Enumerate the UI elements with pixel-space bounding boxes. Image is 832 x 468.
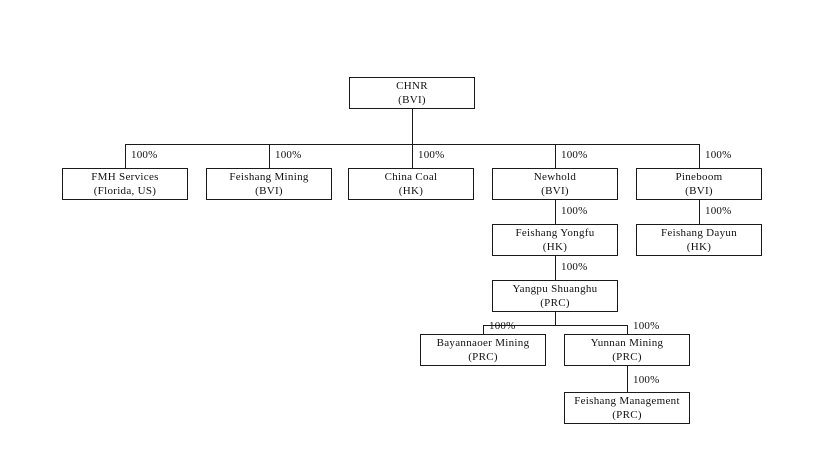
org-node-yunnan-mining: Yunnan Mining (PRC) <box>564 334 690 366</box>
entity-name: FMH Services <box>91 171 159 183</box>
entity-jurisdiction: (HK) <box>542 241 568 253</box>
ownership-label: 100% <box>705 205 732 217</box>
connector-chnr-stem <box>412 108 413 168</box>
ownership-label: 100% <box>561 261 588 273</box>
org-node-feishang-management: Feishang Management (PRC) <box>564 392 690 424</box>
entity-jurisdiction: (PRC) <box>612 351 642 363</box>
ownership-label: 100% <box>275 149 302 161</box>
connector-yunnan-management <box>627 366 628 392</box>
connector-drop-newhold <box>555 144 556 168</box>
entity-name: Pineboom <box>675 171 723 183</box>
connector-drop-pineboom <box>699 144 700 168</box>
connector-yangpu-children-bus <box>483 325 628 326</box>
connector-yongfu-yangpu <box>555 256 556 280</box>
ownership-label: 100% <box>489 320 516 332</box>
org-node-chnr: CHNR (BVI) <box>349 77 475 109</box>
connector-pineboom-dayun <box>699 200 700 224</box>
entity-jurisdiction: (BVI) <box>685 185 713 197</box>
entity-name: CHNR <box>396 80 428 92</box>
org-node-feishang-yongfu: Feishang Yongfu (HK) <box>492 224 618 256</box>
connector-drop-yunnan <box>627 325 628 334</box>
org-node-pineboom: Pineboom (BVI) <box>636 168 762 200</box>
org-node-china-coal: China Coal (HK) <box>348 168 474 200</box>
ownership-label: 100% <box>705 149 732 161</box>
connector-yangpu-stem <box>555 312 556 326</box>
org-node-feishang-dayun: Feishang Dayun (HK) <box>636 224 762 256</box>
entity-name: China Coal <box>384 171 438 183</box>
entity-jurisdiction: (PRC) <box>612 409 642 421</box>
entity-jurisdiction: (BVI) <box>255 185 283 197</box>
ownership-label: 100% <box>561 149 588 161</box>
org-node-feishang-mining: Feishang Mining (BVI) <box>206 168 332 200</box>
entity-name: Yunnan Mining <box>590 337 664 349</box>
entity-jurisdiction: (BVI) <box>541 185 569 197</box>
entity-name: Feishang Management <box>574 395 680 407</box>
connector-drop-bayannaoer <box>483 325 484 334</box>
entity-jurisdiction: (Florida, US) <box>93 185 157 197</box>
ownership-label: 100% <box>131 149 158 161</box>
connector-drop-fmh-services <box>125 144 126 168</box>
entity-jurisdiction: (PRC) <box>540 297 570 309</box>
org-node-bayannaoer-mining: Bayannaoer Mining (PRC) <box>420 334 546 366</box>
entity-name: Feishang Dayun <box>661 227 737 239</box>
connector-newhold-yongfu <box>555 200 556 224</box>
entity-name: Bayannaoer Mining <box>436 337 530 349</box>
ownership-label: 100% <box>561 205 588 217</box>
entity-name: Yangpu Shuanghu <box>512 283 598 295</box>
ownership-label: 100% <box>633 320 660 332</box>
org-node-newhold: Newhold (BVI) <box>492 168 618 200</box>
connector-drop-feishang-mining <box>269 144 270 168</box>
entity-name: Feishang Yongfu <box>515 227 595 239</box>
connector-chnr-children-bus <box>125 144 700 145</box>
entity-jurisdiction: (HK) <box>398 185 424 197</box>
org-node-fmh-services: FMH Services (Florida, US) <box>62 168 188 200</box>
entity-jurisdiction: (HK) <box>686 241 712 253</box>
entity-jurisdiction: (PRC) <box>468 351 498 363</box>
org-node-yangpu-shuanghu: Yangpu Shuanghu (PRC) <box>492 280 618 312</box>
ownership-label: 100% <box>633 374 660 386</box>
entity-name: Newhold <box>533 171 577 183</box>
ownership-label: 100% <box>418 149 445 161</box>
entity-name: Feishang Mining <box>229 171 309 183</box>
entity-jurisdiction: (BVI) <box>398 94 426 106</box>
